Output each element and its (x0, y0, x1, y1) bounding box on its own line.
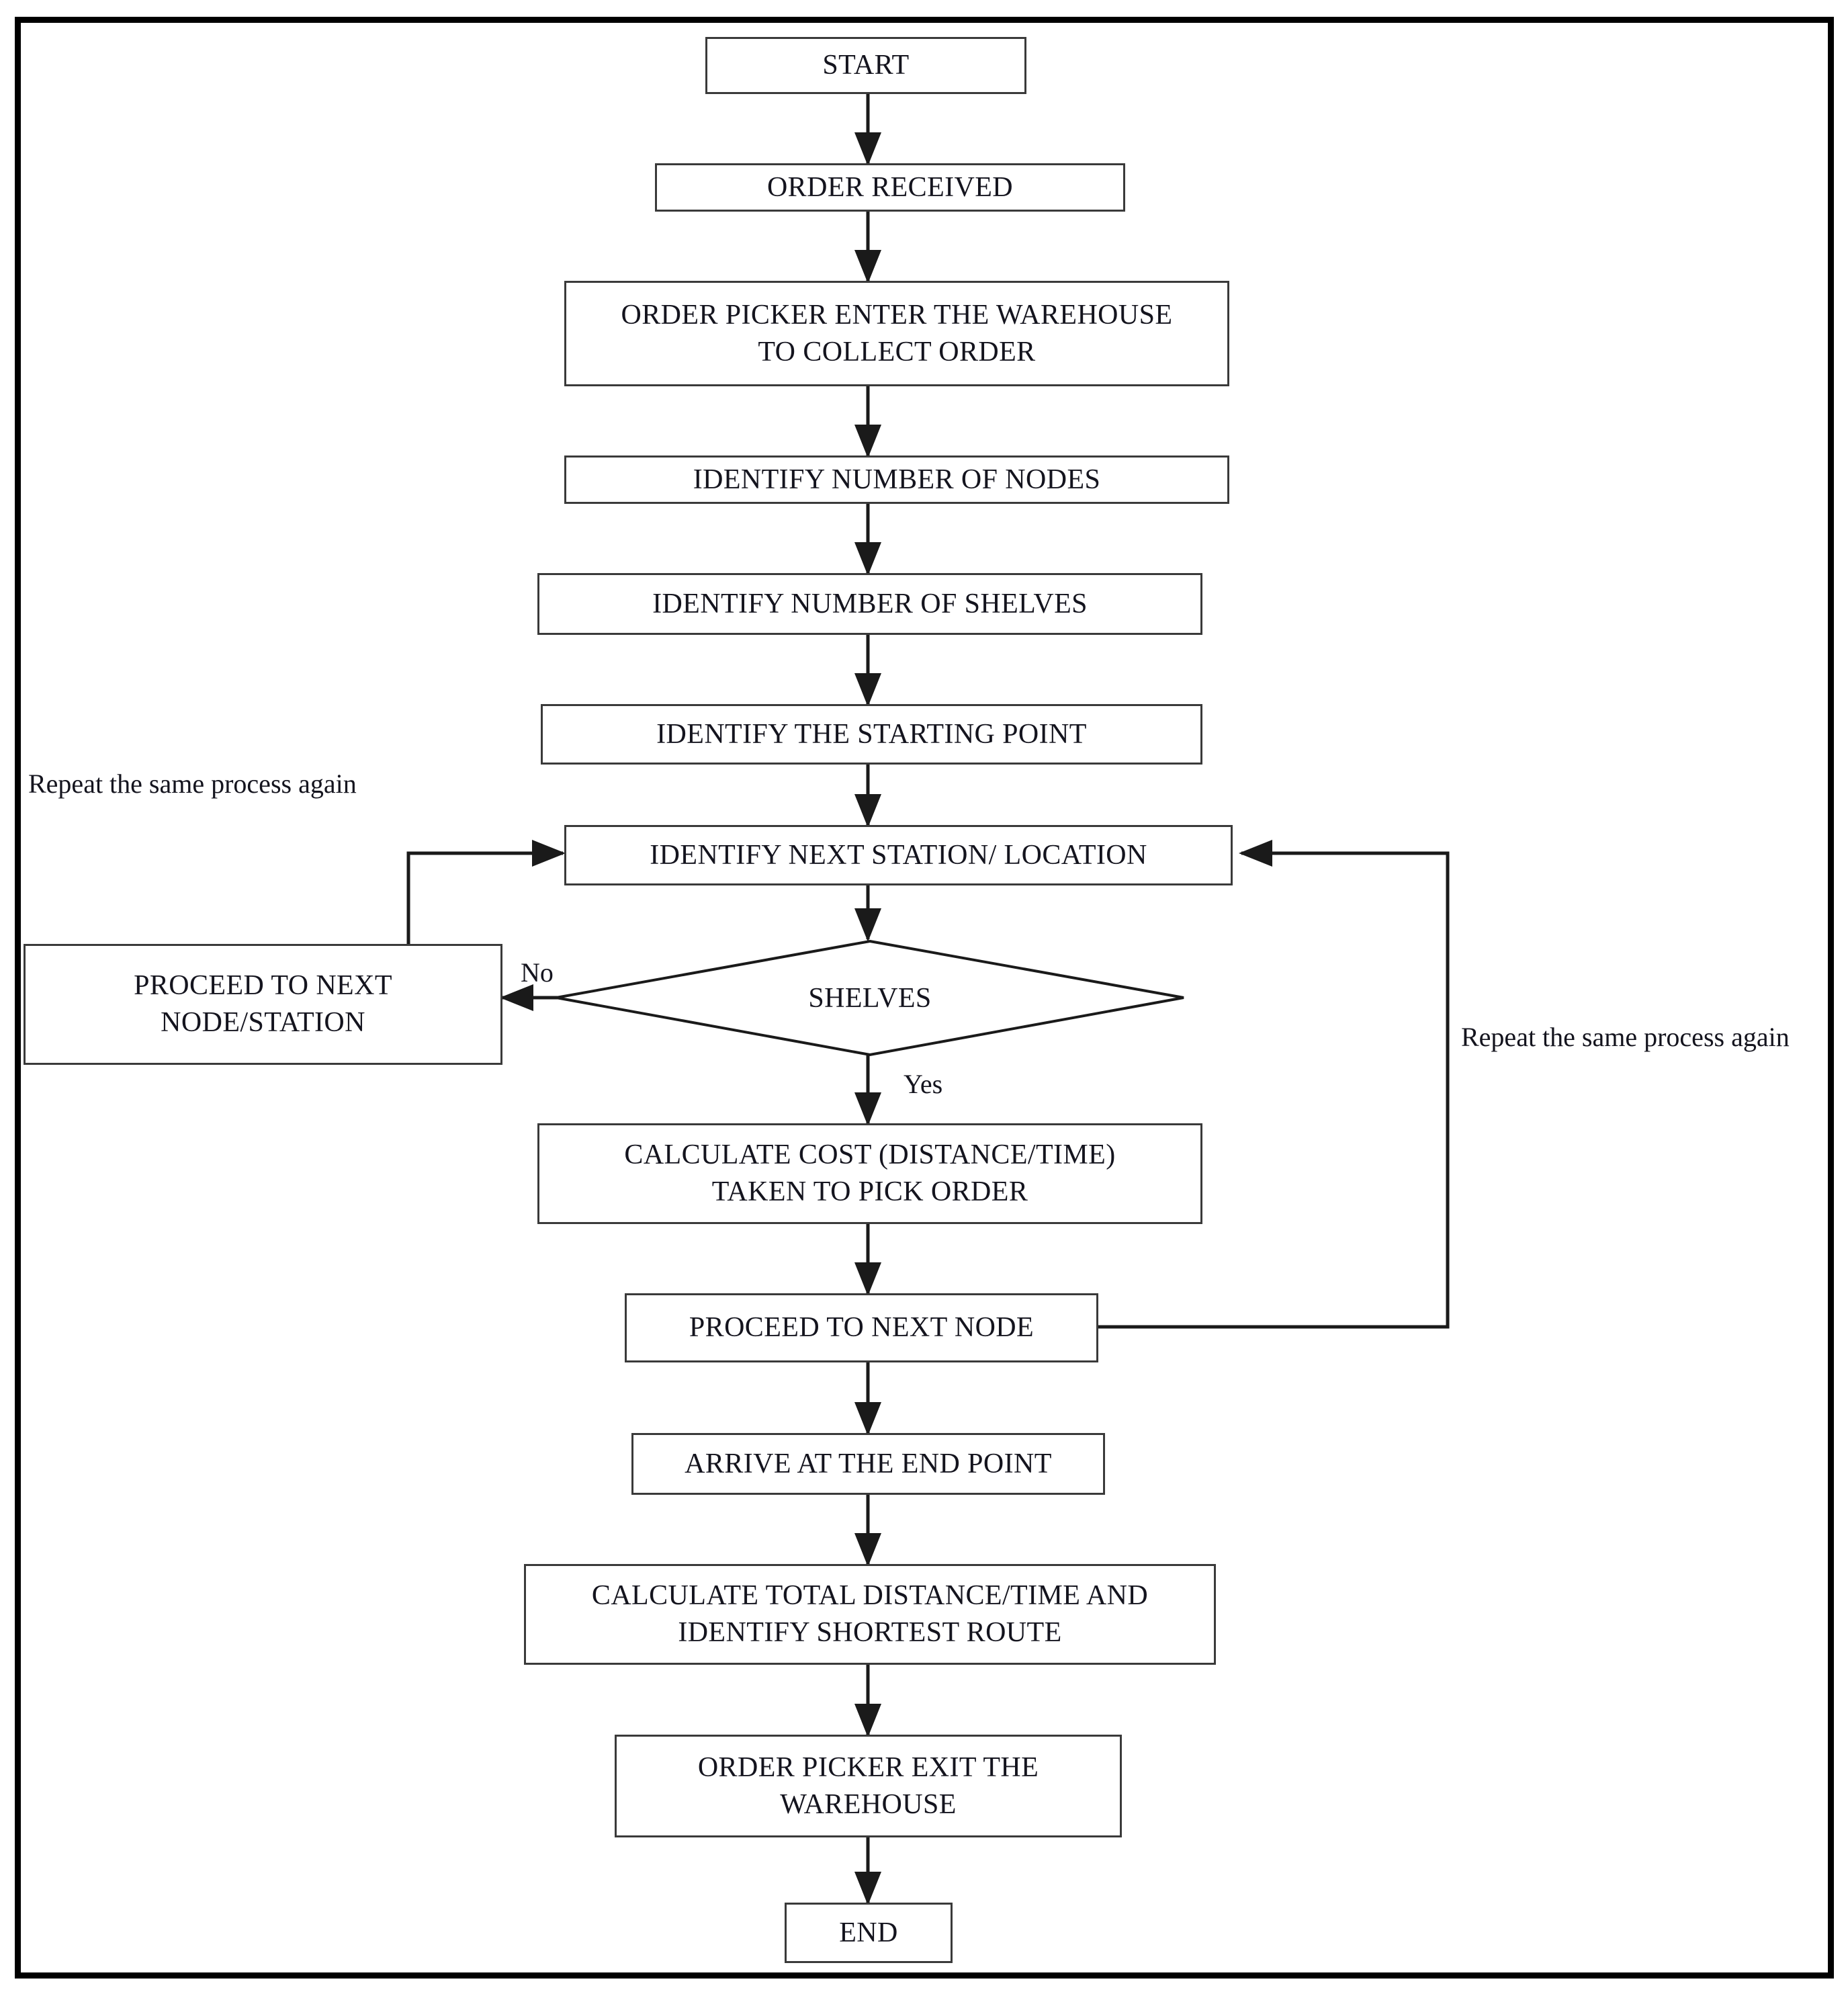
edge-label-yes: Yes (904, 1069, 943, 1099)
node-end-label: END (839, 1917, 898, 1948)
node-order-received[interactable]: ORDER RECEIVED (655, 163, 1125, 212)
node-proceed-to-next-node-label: PROCEED TO NEXT NODE (689, 1312, 1035, 1344)
node-calculate-cost-label: CALCULATE COST (DISTANCE/TIME)TAKEN TO P… (624, 1139, 1116, 1207)
outer-frame-border (15, 17, 1834, 1979)
node-start-label: START (822, 50, 910, 81)
node-identify-starting-point-label: IDENTIFY THE STARTING POINT (656, 718, 1087, 750)
node-calculate-cost[interactable]: CALCULATE COST (DISTANCE/TIME)TAKEN TO P… (537, 1123, 1202, 1224)
node-arrive-at-end-point[interactable]: ARRIVE AT THE END POINT (631, 1433, 1105, 1495)
node-proceed-to-next-node[interactable]: PROCEED TO NEXT NODE (625, 1293, 1098, 1362)
node-identify-number-of-shelves-label: IDENTIFY NUMBER OF SHELVES (652, 588, 1088, 619)
node-end[interactable]: END (785, 1903, 953, 1963)
node-shelves-decision-label: SHELVES (808, 982, 932, 1014)
node-start[interactable]: START (705, 37, 1026, 94)
annotation-right-loop: Repeat the same process again (1461, 1022, 1790, 1052)
node-identify-number-of-nodes-label: IDENTIFY NUMBER OF NODES (693, 464, 1101, 495)
node-order-received-label: ORDER RECEIVED (766, 171, 1014, 203)
node-shelves-decision[interactable]: SHELVES (554, 939, 1186, 1057)
annotation-left-loop: Repeat the same process again (28, 769, 357, 799)
node-identify-number-of-shelves[interactable]: IDENTIFY NUMBER OF SHELVES (537, 573, 1202, 635)
edge-label-no: No (521, 957, 554, 988)
node-identify-next-station[interactable]: IDENTIFY NEXT STATION/ LOCATION (564, 825, 1233, 885)
node-identify-starting-point[interactable]: IDENTIFY THE STARTING POINT (541, 704, 1202, 765)
node-identify-next-station-label: IDENTIFY NEXT STATION/ LOCATION (650, 839, 1147, 871)
node-arrive-at-end-point-label: ARRIVE AT THE END POINT (685, 1448, 1052, 1479)
node-identify-number-of-nodes[interactable]: IDENTIFY NUMBER OF NODES (564, 455, 1229, 504)
